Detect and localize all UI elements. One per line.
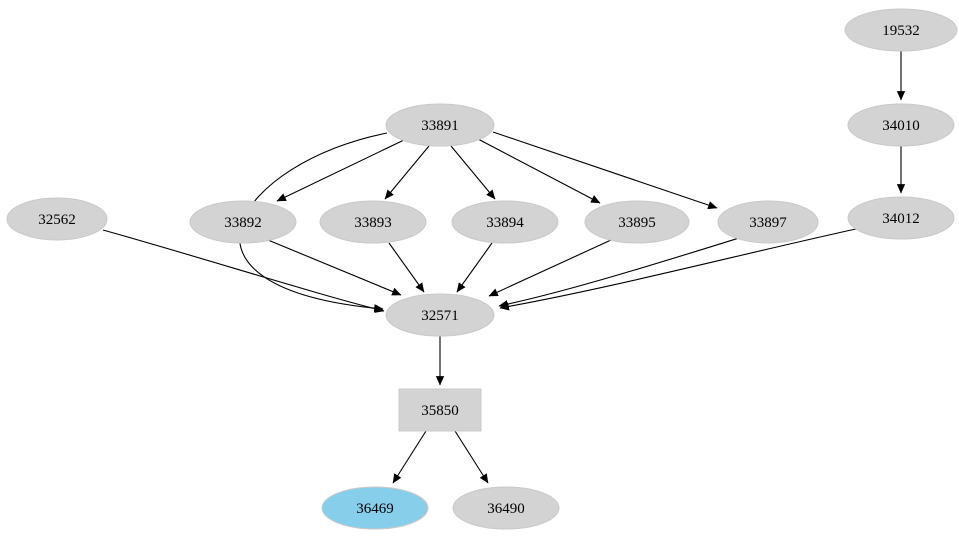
edge-33891-33894	[450, 145, 496, 200]
node-label-33897: 33897	[749, 215, 787, 231]
node-ellipse-34012	[847, 196, 955, 240]
edge-32562-32571	[102, 229, 385, 313]
node-label-33894: 33894	[486, 215, 524, 231]
node-34010: 34010	[847, 103, 955, 147]
node-36490: 36490	[452, 486, 560, 530]
node-label-35850: 35850	[421, 403, 459, 419]
node-33892: 33892	[189, 200, 297, 244]
edge-layer	[102, 51, 906, 484]
node-ellipse-36490	[452, 486, 560, 530]
node-33891: 33891	[385, 103, 495, 147]
node-label-36490: 36490	[487, 501, 525, 517]
node-layer: 19532 34010 34012 33891 32562 33892 33893 33894…	[6, 8, 958, 530]
node-ellipse-36469	[321, 486, 429, 530]
node-ellipse-32562	[6, 197, 108, 241]
node-33894: 33894	[451, 200, 559, 244]
node-33897: 33897	[717, 200, 819, 244]
node-label-19532: 19532	[882, 23, 920, 39]
node-ellipse-33897	[717, 200, 819, 244]
edge-34012-32571	[499, 228, 857, 311]
edge-35850-36490	[454, 430, 489, 484]
node-33893: 33893	[319, 200, 427, 244]
edge-35850-36469	[392, 430, 427, 484]
node-ellipse-33894	[451, 200, 559, 244]
node-ellipse-32571	[385, 293, 495, 337]
node-19532: 19532	[844, 8, 958, 52]
edge-33893-32571	[388, 242, 425, 293]
node-label-32562: 32562	[38, 212, 76, 228]
node-label-33895: 33895	[618, 215, 656, 231]
edge-33895-32571	[488, 239, 612, 297]
node-ellipse-33891	[385, 103, 495, 147]
node-ellipse-33893	[319, 200, 427, 244]
edge-33892-32571	[267, 239, 402, 296]
edge-33891-33895	[477, 138, 601, 204]
node-ellipse-33895	[584, 200, 690, 244]
node-label-34010: 34010	[882, 118, 920, 134]
node-36469: 36469	[321, 486, 429, 530]
edge-33891-33897	[492, 131, 718, 210]
node-label-33891: 33891	[421, 118, 459, 134]
node-label-32571: 32571	[421, 308, 459, 324]
node-35850: 35850	[398, 388, 482, 432]
edge-33897-32571	[498, 237, 740, 309]
node-33895: 33895	[584, 200, 690, 244]
node-box-35850	[398, 388, 482, 432]
node-label-33893: 33893	[354, 215, 392, 231]
edge-33891-33892	[276, 139, 405, 202]
edge-33891-33893	[384, 145, 430, 200]
node-ellipse-34010	[847, 103, 955, 147]
node-label-36469: 36469	[356, 501, 394, 517]
node-32571: 32571	[385, 293, 495, 337]
edge-33894-32571	[456, 242, 493, 293]
node-32562: 32562	[6, 197, 108, 241]
node-label-33892: 33892	[224, 215, 262, 231]
node-ellipse-19532	[844, 8, 958, 52]
node-label-34012: 34012	[882, 211, 920, 227]
node-ellipse-33892	[189, 200, 297, 244]
node-34012: 34012	[847, 196, 955, 240]
